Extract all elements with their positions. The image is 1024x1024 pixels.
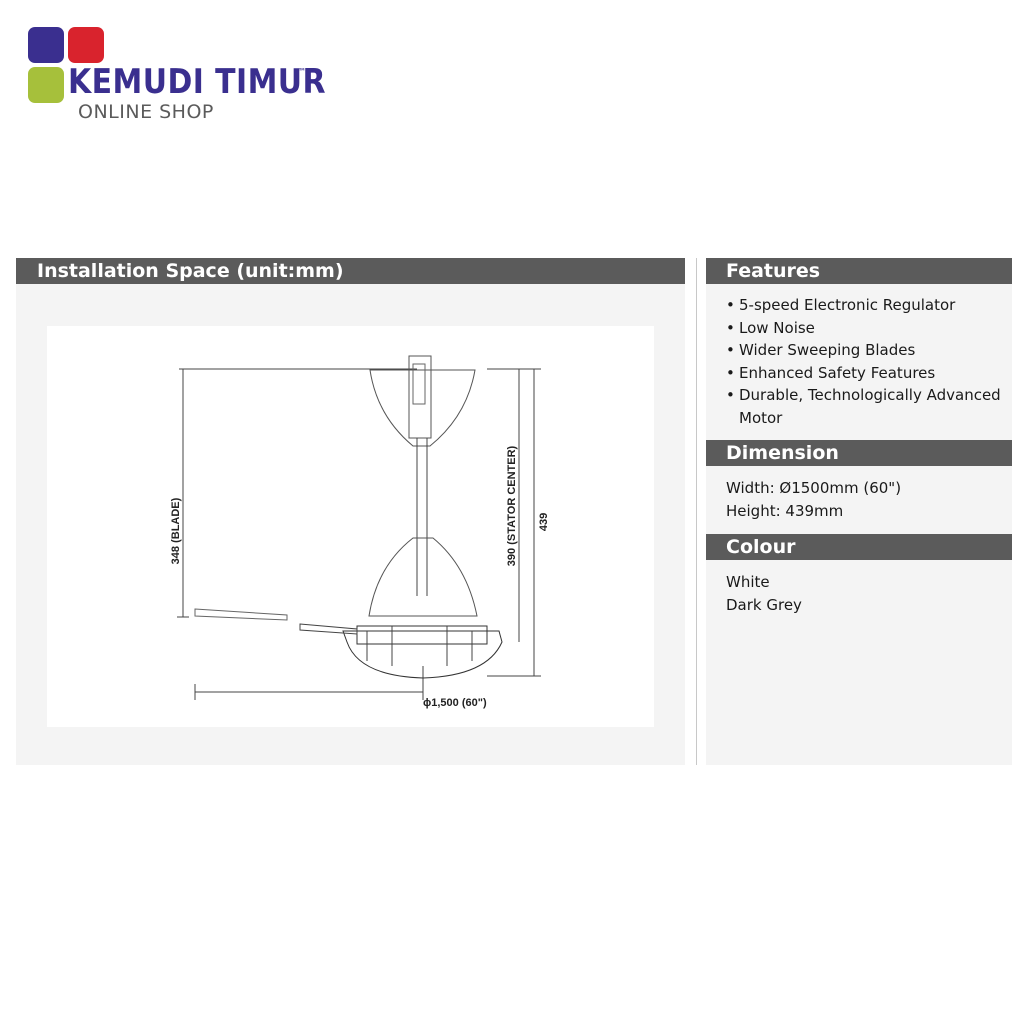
colour-title: Colour	[706, 534, 1012, 560]
feature-item: Enhanced Safety Features	[726, 362, 1012, 385]
installation-title: Installation Space (unit:mm)	[16, 258, 685, 284]
features-list: 5-speed Electronic Regulator Low Noise W…	[726, 294, 1012, 430]
blade-dimension-label: 348 (BLADE)	[170, 497, 182, 564]
colour-option: Dark Grey	[726, 596, 802, 614]
feature-item: Low Noise	[726, 317, 1012, 340]
diameter-dimension-label: ϕ1,500 (60")	[423, 697, 487, 709]
logo-brand-name: KEMUDI TIMUR	[68, 62, 327, 102]
features-title: Features	[706, 258, 1012, 284]
dimension-title: Dimension	[706, 440, 1012, 466]
specs-panel: Features 5-speed Electronic Regulator Lo…	[706, 258, 1012, 765]
height-dimension-label: 439	[538, 513, 550, 531]
feature-item: Durable, Technologically Advanced Motor	[726, 384, 1012, 429]
installation-panel: Installation Space (unit:mm)	[16, 258, 685, 765]
feature-item: Wider Sweeping Blades	[726, 339, 1012, 362]
logo-square-red	[68, 27, 104, 63]
dimension-values: Width: Ø1500mm (60") Height: 439mm	[726, 477, 901, 523]
feature-item: 5-speed Electronic Regulator	[726, 294, 1012, 317]
logo-trademark: ™	[298, 67, 306, 76]
brand-logo: KEMUDI TIMUR ™ ONLINE SHOP	[28, 27, 328, 127]
stator-dimension-label: 390 (STATOR CENTER)	[506, 445, 518, 566]
dimension-height: Height: 439mm	[726, 502, 844, 520]
installation-drawing: 348 (BLADE) 390 (STATOR CENTER) 439 ϕ1,5…	[47, 326, 654, 727]
logo-square-green	[28, 67, 64, 103]
colour-options: White Dark Grey	[726, 571, 802, 617]
dimension-width: Width: Ø1500mm (60")	[726, 479, 902, 497]
panel-divider	[696, 258, 697, 765]
logo-square-blue	[28, 27, 64, 63]
logo-subtitle: ONLINE SHOP	[78, 101, 214, 123]
fan-technical-drawing: 348 (BLADE) 390 (STATOR CENTER) 439 ϕ1,5…	[170, 355, 550, 709]
colour-option: White	[726, 573, 770, 591]
